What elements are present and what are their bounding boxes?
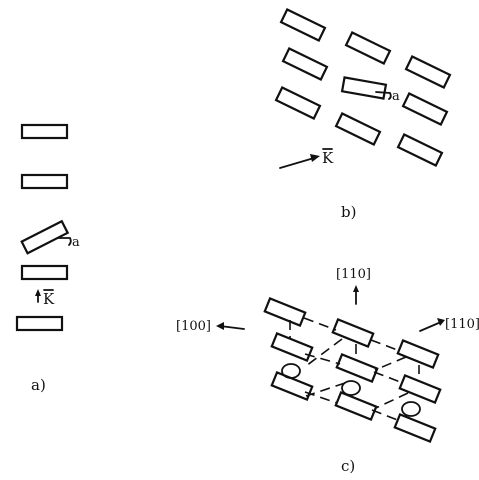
molecule — [393, 412, 437, 444]
lattice-line — [370, 339, 401, 352]
direction-label-up: [110] — [336, 267, 371, 282]
panel-c-label: c) — [341, 457, 355, 475]
direction-label-left: [100] — [176, 319, 211, 334]
molecule — [20, 264, 69, 281]
molecule — [20, 123, 69, 140]
molecule — [335, 352, 379, 384]
angle-label: a — [72, 235, 80, 250]
lattice-line — [305, 338, 343, 367]
molecule — [270, 370, 314, 402]
angle-label: a — [392, 89, 400, 104]
molecule-tilted — [340, 76, 388, 100]
direction-label-right: [110] — [445, 317, 479, 332]
molecule — [20, 173, 69, 190]
molecule — [15, 315, 64, 332]
direction-arrowhead-right — [437, 318, 445, 326]
molecule-tilted — [20, 219, 70, 255]
direction-arrowhead-up — [353, 285, 359, 292]
molecule — [344, 31, 392, 65]
molecule — [281, 47, 329, 81]
k-vector-label: K — [43, 290, 55, 308]
defect-circle — [401, 401, 421, 417]
panel-b-label: b) — [341, 203, 356, 221]
molecule — [263, 296, 307, 328]
panel-b: a K b) — [274, 8, 452, 221]
angle-mark — [375, 91, 392, 100]
molecule — [334, 112, 382, 146]
lattice-line — [375, 392, 409, 409]
panel-a-label: a) — [31, 376, 46, 394]
molecule — [279, 8, 327, 42]
molecule — [398, 373, 442, 405]
lattice-line — [371, 409, 401, 422]
panel-c: [100] [110] [110] c) — [176, 267, 479, 475]
lattice-line — [303, 317, 337, 331]
lattice-line — [304, 353, 341, 365]
k-vector-arrow — [279, 157, 315, 169]
k-vector-arrowhead — [310, 154, 320, 162]
k-vector-label: K — [322, 149, 334, 167]
molecule — [401, 92, 449, 126]
molecule — [396, 133, 444, 167]
direction-arrow-right — [419, 321, 442, 332]
molecule — [331, 317, 375, 349]
defect-circle — [281, 363, 301, 379]
molecule — [404, 55, 452, 89]
angle-mark — [57, 237, 72, 246]
panel-a: a K a) — [15, 123, 80, 394]
direction-arrowhead-left — [216, 322, 224, 330]
lattice-line — [374, 356, 407, 371]
defect-circle — [341, 380, 361, 396]
molecule — [274, 86, 322, 120]
molecule — [270, 331, 314, 363]
molecule — [334, 390, 378, 422]
lattice-line — [373, 371, 404, 384]
k-vector-arrowhead — [35, 289, 41, 296]
molecule — [396, 338, 440, 370]
lattice-line — [305, 382, 346, 397]
